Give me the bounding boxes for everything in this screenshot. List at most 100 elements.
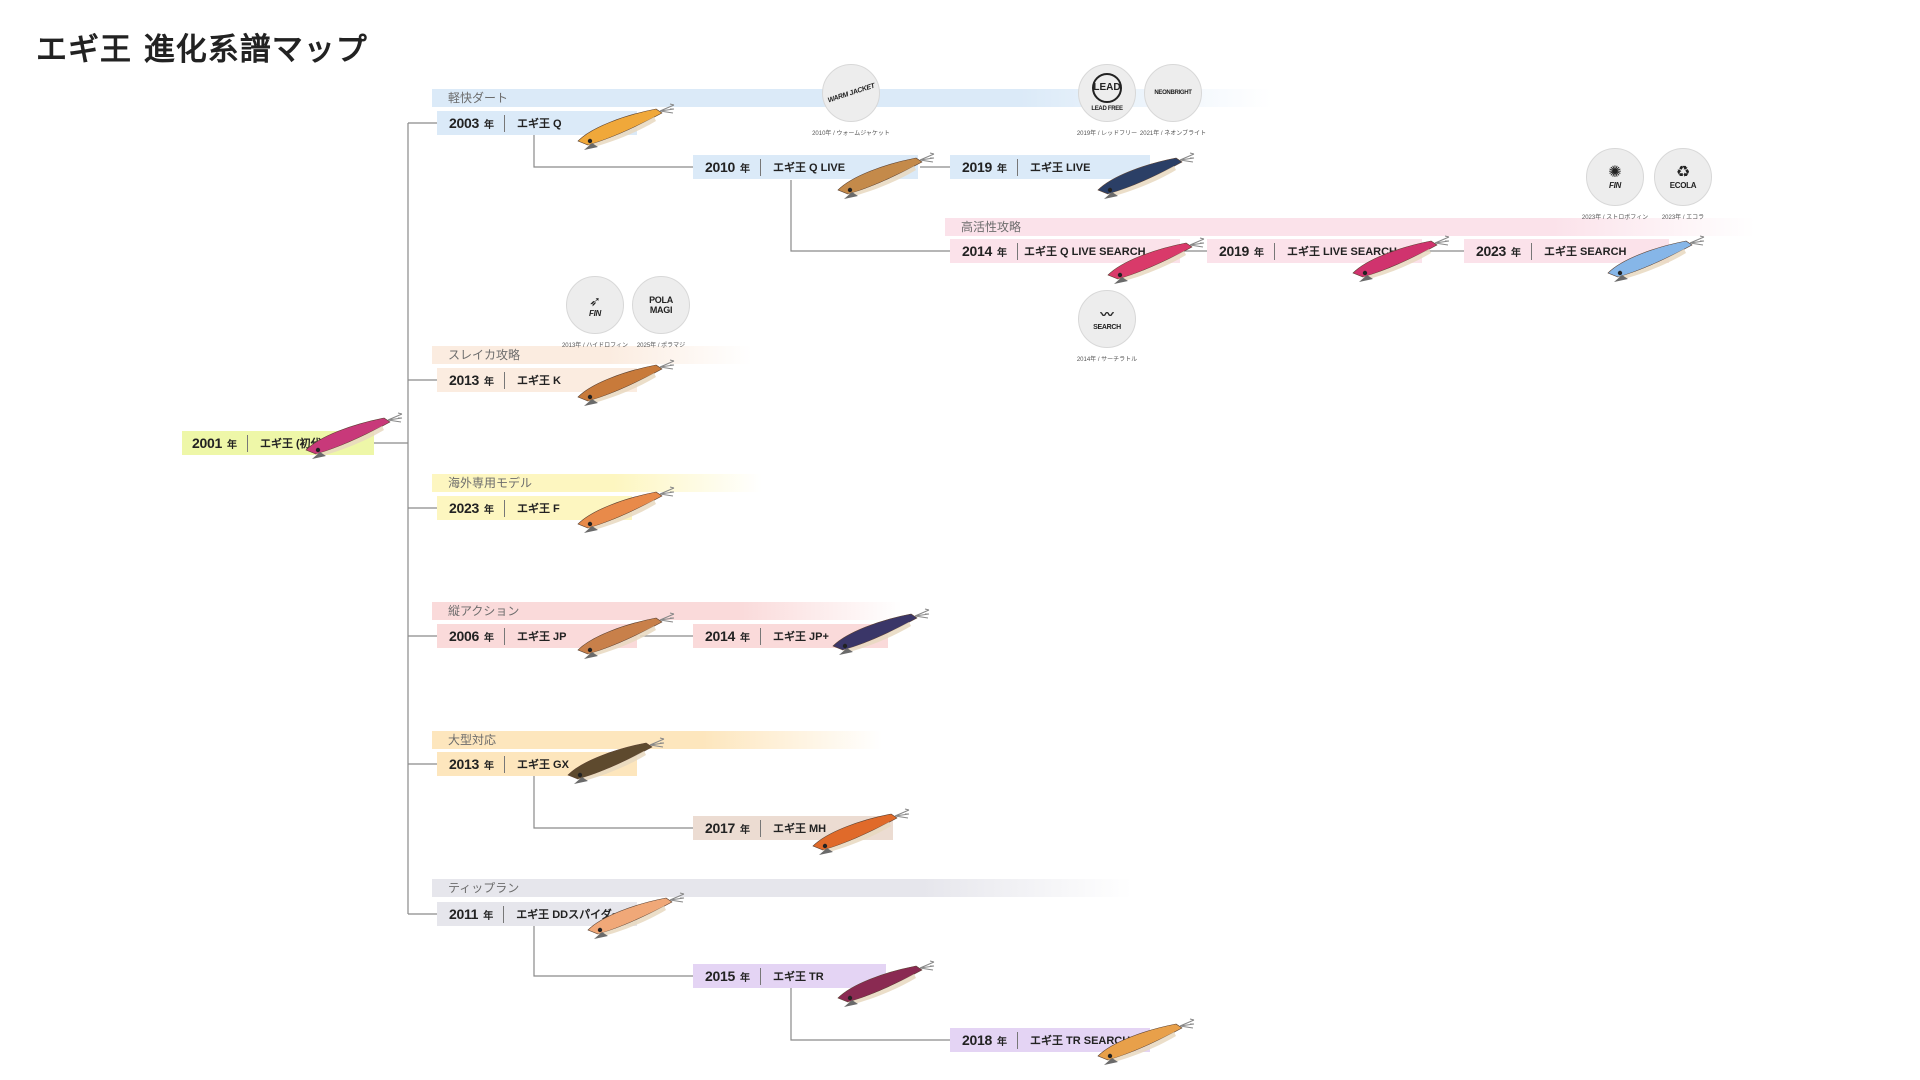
lure-body — [577, 617, 663, 655]
year-suffix: 年 — [739, 972, 750, 984]
node-year: 2019 — [1219, 243, 1249, 259]
lure-belly — [823, 822, 891, 853]
lure-sinker — [312, 452, 326, 459]
lure-body — [577, 108, 663, 146]
lure-sinker — [844, 192, 858, 199]
badge-mark: NEONBRIGHT — [1154, 89, 1192, 96]
lure-sinker — [574, 777, 588, 784]
lure-body — [832, 613, 918, 651]
lure-eye — [1117, 272, 1123, 278]
category-band-large: 大型対応 — [432, 731, 882, 749]
node-label: エギ王 Q LIVE SEARCH — [1023, 246, 1146, 258]
badge-sub: LEAD FREE — [1091, 105, 1123, 112]
year-suffix: 年 — [739, 632, 750, 644]
badge-mark: POLA MAGI — [649, 295, 673, 315]
year-suffix: 年 — [483, 119, 494, 131]
badge-mark: ECOLA — [1669, 180, 1697, 190]
node-divider — [246, 434, 248, 452]
hydro-fin-icon: ➶ FIN — [566, 276, 624, 334]
lure-sinker — [584, 399, 598, 406]
lure-belly — [316, 426, 384, 457]
lure-hook — [1689, 235, 1705, 246]
lure-eye — [1107, 1053, 1113, 1059]
badge-caption: 2013年 / ハイドロフィン — [561, 343, 629, 349]
lure-hook — [1179, 1018, 1195, 1029]
lure-image-jp — [577, 612, 675, 659]
node-year: 2013 — [449, 372, 479, 388]
node-year: 2017 — [705, 820, 735, 836]
lure-body — [1097, 1023, 1183, 1061]
lure-image-k — [577, 359, 675, 406]
badge-caption: 2021年 / ネオンブライト — [1139, 131, 1207, 137]
lure-eye — [587, 138, 593, 144]
lure-belly — [578, 751, 646, 782]
lure-body — [567, 742, 653, 780]
node-tr[interactable]: 2015 年 エギ王 TR — [693, 964, 886, 988]
node-label: エギ王 SEARCH — [1543, 246, 1627, 258]
lure-image-q — [577, 103, 675, 150]
node-year: 2015 — [705, 968, 735, 984]
lure-image-tr-search — [1097, 1018, 1195, 1065]
lure-body — [577, 491, 663, 529]
lure-sinker — [1614, 275, 1628, 282]
badge-mark: LEAD — [1092, 72, 1122, 103]
lure-eye — [587, 394, 593, 400]
page-title: エギ王 進化系譜マップ — [36, 32, 368, 68]
node-label: エギ王 Q LIVE — [772, 162, 846, 174]
badge-mark: FIN — [1609, 180, 1621, 190]
wing-glyph: ➶ — [589, 292, 601, 309]
node-year: 2011 — [449, 906, 479, 922]
badge-mark: FIN — [589, 308, 601, 318]
lure-hook — [914, 608, 930, 619]
node-divider — [503, 905, 505, 923]
lure-body — [1352, 240, 1438, 278]
lure-body — [812, 813, 898, 851]
lure-hook — [669, 892, 685, 903]
badge-caption: 2014年 / サーチラトル — [1076, 357, 1138, 363]
pola-magi-icon: POLA MAGI — [632, 276, 690, 334]
lure-belly — [1108, 166, 1176, 197]
lure-hook — [919, 960, 935, 971]
year-suffix: 年 — [483, 504, 494, 516]
node-divider — [1273, 242, 1275, 260]
node-divider — [1016, 242, 1018, 260]
node-year: 2013 — [449, 756, 479, 772]
lure-body — [837, 965, 923, 1003]
year-suffix: 年 — [739, 824, 750, 836]
ecola-icon: ♻ ECOLA — [1654, 148, 1712, 206]
node-year: 2014 — [962, 243, 992, 259]
lure-eye — [597, 927, 603, 933]
node-year: 2003 — [449, 115, 479, 131]
node-divider — [1530, 242, 1532, 260]
lure-sinker — [584, 526, 598, 533]
lure-sinker — [844, 1000, 858, 1007]
lure-sinker — [1114, 277, 1128, 284]
lure-body — [1097, 157, 1183, 195]
node-divider — [759, 627, 761, 645]
node-divider — [759, 158, 761, 176]
lead-free-icon: LEAD LEAD FREE — [1078, 64, 1136, 122]
node-year: 2023 — [449, 500, 479, 516]
lure-sinker — [819, 848, 833, 855]
badge-mark: SEARCH — [1093, 323, 1121, 331]
lure-hook — [1179, 152, 1195, 163]
lure-hook — [659, 486, 675, 497]
badge-caption: 2023年 / ストロボフィン — [1581, 215, 1649, 221]
wave-glyph: 〰 — [1100, 306, 1114, 322]
link-qlive-qls — [790, 180, 955, 252]
trunk-line — [374, 123, 409, 914]
node-divider — [503, 755, 505, 773]
badge-caption: 2010年 / ウォームジャケット — [812, 131, 890, 137]
lure-sinker — [584, 143, 598, 150]
lure-image-tr — [837, 960, 935, 1007]
node-label: エギ王 TR — [772, 971, 824, 983]
lure-sinker — [584, 652, 598, 659]
node-label: エギ王 JP — [516, 631, 567, 643]
lure-eye — [1107, 187, 1113, 193]
